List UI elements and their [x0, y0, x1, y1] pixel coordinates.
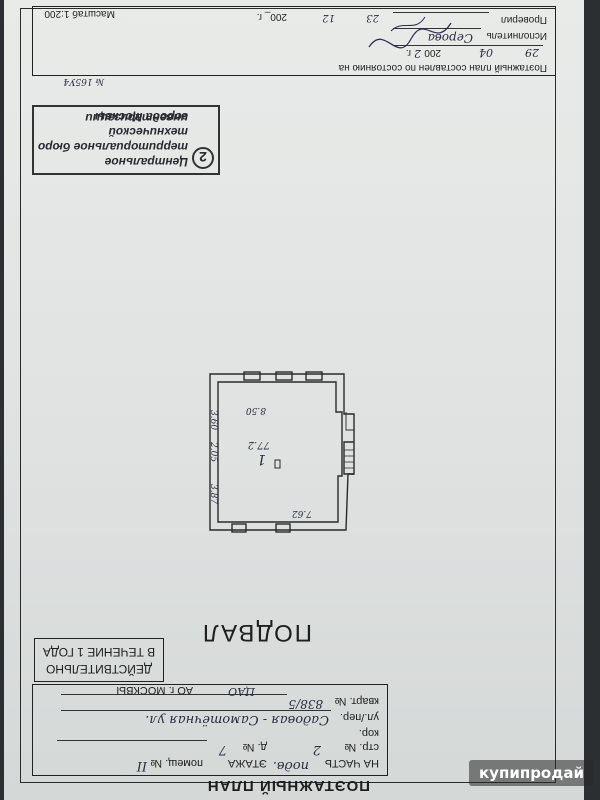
building-label: стр. № — [344, 741, 379, 753]
plan-column — [274, 459, 281, 469]
compiled-day: 29 — [525, 46, 539, 59]
floor-plan — [209, 371, 355, 533]
plan-dim-left-lower: 3.87 — [208, 484, 218, 505]
plan-window — [243, 371, 261, 381]
plan-stair-recess — [343, 441, 354, 475]
plan-room-area: 77.2 — [247, 439, 270, 450]
room-value: II — [136, 758, 147, 773]
address-box: НА ЧАСТЬ подв. ЭТАЖА помещ. № II стр. № … — [32, 684, 388, 776]
room-label: помещ. № — [150, 757, 203, 769]
stamp-line-2: территориальное бюро — [37, 140, 188, 154]
document-content: ПОЭТАЖНЫЙ ПЛАН НА ЧАСТЬ подв. ЭТАЖА поме… — [4, 0, 584, 800]
district-label: АО г. МОСКВЫ — [116, 684, 193, 696]
house-label: д. № — [242, 741, 267, 753]
apartment-value: 838/5 — [288, 697, 323, 711]
plan-opening — [275, 523, 291, 533]
stamp-line-1: Центральное — [104, 155, 188, 169]
plan-window — [305, 371, 323, 381]
validity-line-1: ДЕЙСТВИТЕЛЬНО — [45, 662, 153, 676]
plan-dim-left-upper: 3.60 — [208, 410, 218, 431]
doc-title: ПОЭТАЖНЫЙ ПЛАН — [206, 777, 370, 794]
plan-dim-bottom: 7.62 — [291, 508, 312, 518]
executor-label: Исполнитель — [486, 30, 547, 41]
checked-label: Проверил — [500, 14, 547, 25]
plan-window — [275, 371, 293, 381]
house-value: 7 — [218, 742, 227, 757]
reference-number: № 165У4 — [63, 76, 104, 86]
bti-stamp: 2 Центральное территориальное бюро техни… — [32, 105, 220, 175]
document-frame — [20, 8, 556, 783]
stamp-number: 2 — [192, 147, 214, 169]
building-value: 2 — [312, 742, 321, 757]
plan-dim-left-middle: 2.05 — [208, 442, 218, 463]
document-sheet: ПОЭТАЖНЫЙ ПЛАН НА ЧАСТЬ подв. ЭТАЖА поме… — [4, 0, 584, 800]
floor-name: ПОДВАЛ — [200, 619, 312, 646]
compiled-label: Поэтажный план составлен по состоянию на — [338, 62, 547, 73]
signature-scribble — [368, 16, 452, 49]
scale-label: Масштаб 1:200 — [44, 8, 115, 19]
validity-line-2: В ТЕЧЕНИЕ 1 ГОДА — [42, 645, 156, 659]
stamp-line-4: города Москвы — [94, 110, 188, 124]
checked-year: 200_ г. — [256, 11, 287, 22]
validity-box: ДЕЙСТВИТЕЛЬНО В ТЕЧЕНИЕ 1 ГОДА — [34, 638, 164, 682]
floor-label: ЭТАЖА — [227, 757, 267, 769]
plan-room-number: 1 — [257, 451, 266, 467]
watermark-logo: купипродай — [469, 760, 594, 786]
plan-inner-wall — [217, 381, 343, 523]
corp-label: кор. — [358, 727, 379, 739]
checked-month: 12 — [322, 12, 335, 23]
plan-opening — [231, 523, 247, 533]
part-value: подв. — [272, 758, 309, 773]
house-underline — [57, 740, 207, 741]
plan-left-door — [345, 412, 354, 431]
compiled-month: 04 — [479, 46, 493, 59]
signature-box: Поэтажный план составлен по состоянию на… — [32, 6, 556, 76]
part-label: НА ЧАСТЬ — [324, 757, 379, 769]
street-value: Садовая - Самотёчная ул. — [145, 712, 329, 727]
plan-dim-top: 8.50 — [245, 405, 266, 415]
street-label: ул./пер. — [339, 711, 379, 723]
plan-outer-wall — [209, 373, 355, 531]
plan-stair-lines — [344, 449, 354, 469]
district-value: ЦАО — [228, 685, 255, 698]
apartment-label: кварт. № — [334, 695, 379, 707]
